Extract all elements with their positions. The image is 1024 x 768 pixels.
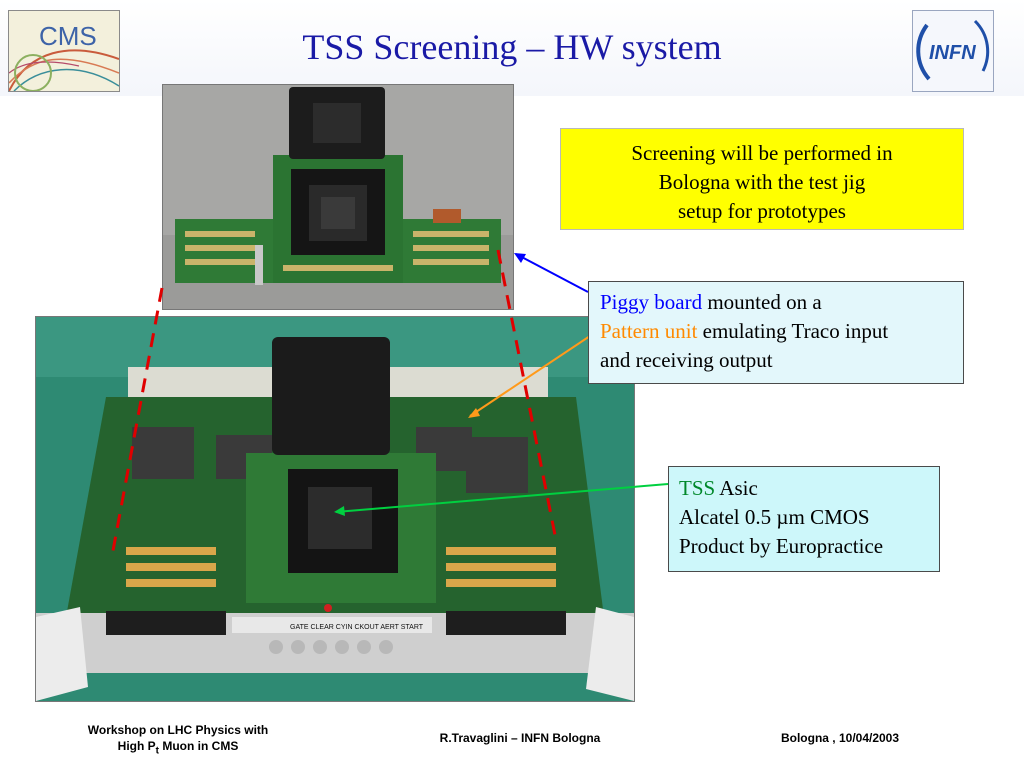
screening-callout: Screening will be performed in Bologna w… (560, 128, 964, 230)
front-panel-label: GATE CLEAR CYIN CKOUT AERT START (290, 624, 424, 631)
tss-text-2: Alcatel 0.5 µm CMOS (679, 505, 870, 529)
footer-author: R.Travaglini – INFN Bologna (439, 731, 601, 745)
screening-line-1: Screening will be performed in (631, 141, 893, 165)
arrow-piggy-board (515, 253, 589, 293)
footer-workshop-line-2-post: Muon in CMS (159, 739, 239, 753)
tss-term: TSS (679, 476, 716, 500)
tss-asic-callout: TSS Asic Alcatel 0.5 µm CMOS Product by … (668, 466, 940, 572)
tss-text-1: Asic (715, 476, 758, 500)
footer-workshop: Workshop on LHC Physics with High Pt Muo… (58, 722, 298, 759)
footer-workshop-subscript: t (155, 745, 159, 757)
piggy-text-1: mounted on a (702, 290, 822, 314)
screening-line-3: setup for prototypes (678, 199, 846, 223)
pattern-unit-photo: GATE CLEAR CYIN CKOUT AERT START (35, 316, 635, 702)
slide-header (0, 0, 1024, 96)
pattern-unit-term: Pattern unit (600, 319, 698, 343)
footer-date: Bologna , 10/04/2003 (780, 731, 900, 745)
arrowhead-piggy-board (514, 253, 526, 263)
slide-title: TSS Screening – HW system (302, 27, 722, 67)
infn-logo: INFN (912, 10, 994, 92)
tss-text-3: Product by Europractice (679, 534, 884, 558)
footer-workshop-line-2-pre: High P (117, 739, 156, 753)
piggy-text-2: emulating Traco input (697, 319, 889, 343)
cms-logo: CMS (8, 10, 120, 92)
screening-line-2: Bologna with the test jig (658, 170, 866, 194)
infn-logo-text: INFN (929, 42, 976, 64)
cms-logo-text: CMS (39, 21, 97, 51)
piggy-board-term: Piggy board (600, 290, 703, 314)
footer-workshop-line-1: Workshop on LHC Physics with (87, 723, 269, 737)
piggy-board-callout: Piggy board mounted on a Pattern unit em… (588, 281, 964, 384)
piggy-text-3: and receiving output (600, 348, 773, 372)
piggy-board-photo (162, 84, 514, 310)
